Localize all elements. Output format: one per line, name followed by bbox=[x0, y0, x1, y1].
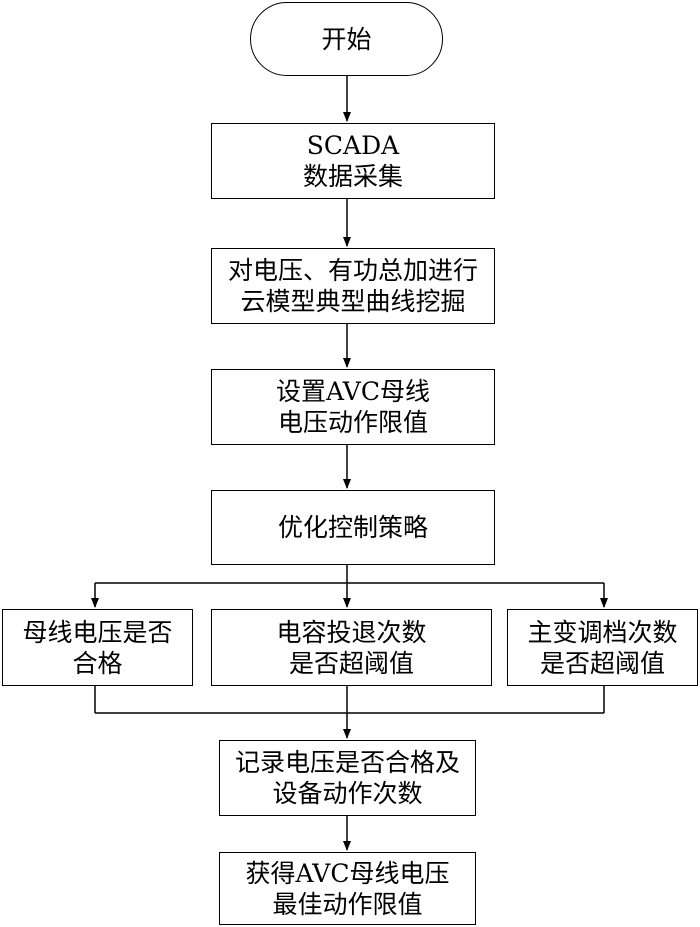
record-label-2: 设备动作次数 bbox=[272, 779, 423, 808]
strategy-label: 优化控制策略 bbox=[277, 513, 428, 542]
mining-label-1: 对电压、有功总加进行 bbox=[227, 256, 478, 285]
check-bus-node: 母线电压是否 合格 bbox=[2, 609, 193, 686]
mining-node: 对电压、有功总加进行 云模型典型曲线挖掘 bbox=[211, 248, 495, 324]
start-node: 开始 bbox=[250, 2, 443, 76]
check-bus-label-2: 合格 bbox=[72, 648, 123, 678]
check-transformer-label-2: 是否超阈值 bbox=[539, 648, 665, 678]
scada-label-1: SCADA bbox=[306, 131, 400, 160]
check-transformer-node: 主变调档次数 是否超阈值 bbox=[507, 609, 698, 686]
check-capacitor-node: 电容投退次数 是否超阈值 bbox=[211, 609, 492, 686]
check-capacitor-label-1: 电容投退次数 bbox=[276, 617, 427, 647]
limits-label-1: 设置AVC母线 bbox=[276, 377, 430, 406]
limits-node: 设置AVC母线 电压动作限值 bbox=[211, 369, 495, 445]
check-bus-label-1: 母线电压是否 bbox=[22, 617, 173, 647]
scada-label-2: 数据采集 bbox=[302, 162, 403, 191]
start-label: 开始 bbox=[321, 24, 372, 54]
result-label-2: 最佳动作限值 bbox=[272, 889, 423, 919]
check-transformer-label-1: 主变调档次数 bbox=[527, 617, 678, 647]
record-node: 记录电压是否合格及 设备动作次数 bbox=[219, 740, 476, 816]
result-node: 获得AVC母线电压 最佳动作限值 bbox=[219, 852, 476, 925]
limits-label-2: 电压动作限值 bbox=[277, 408, 428, 437]
mining-label-2: 云模型典型曲线挖掘 bbox=[240, 287, 466, 316]
strategy-node: 优化控制策略 bbox=[211, 490, 495, 565]
result-label-1: 获得AVC母线电压 bbox=[245, 858, 450, 888]
scada-node: SCADA 数据采集 bbox=[211, 123, 495, 199]
check-capacitor-label-2: 是否超阈值 bbox=[288, 648, 414, 678]
record-label-1: 记录电压是否合格及 bbox=[234, 748, 460, 777]
